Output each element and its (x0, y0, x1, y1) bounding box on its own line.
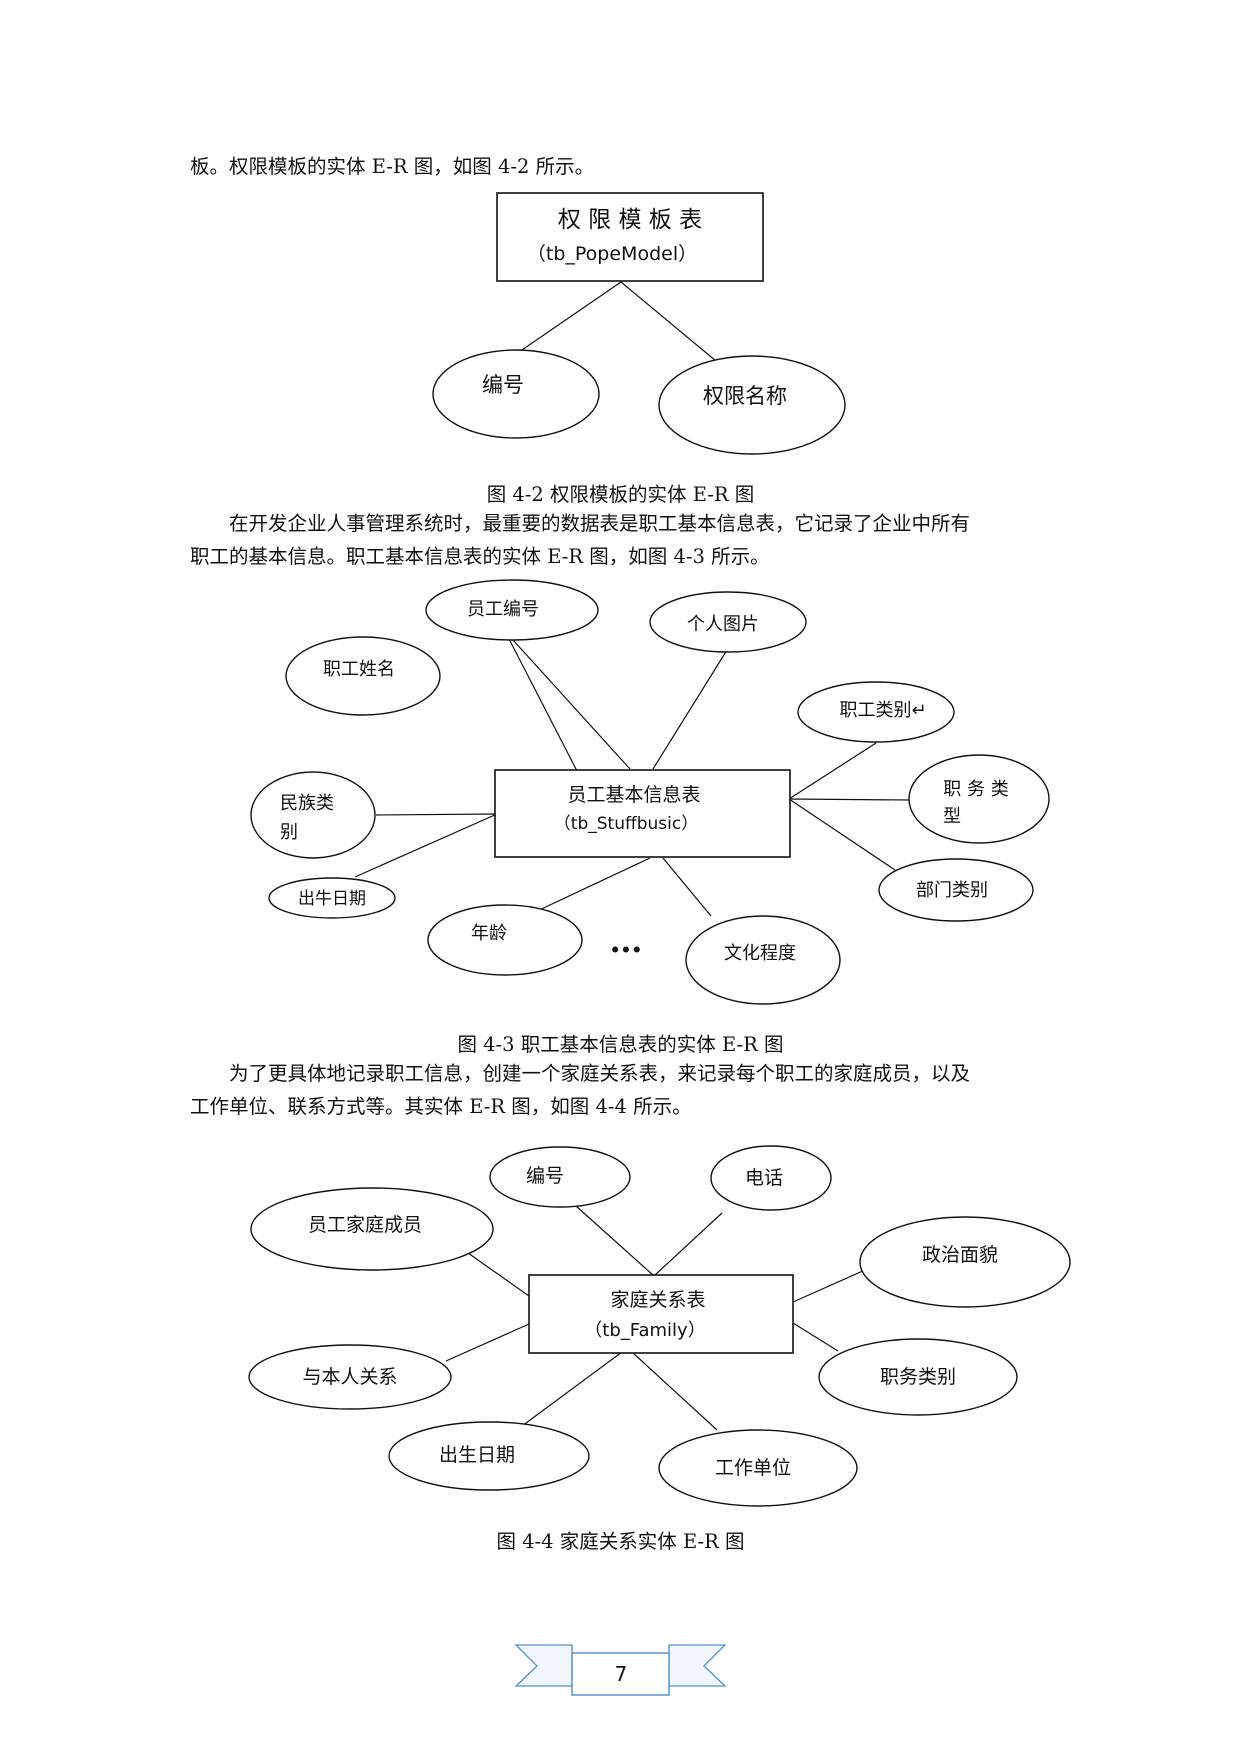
entity-name: 权 限 模 板 表 (558, 207, 702, 233)
figure-4-2-diagram: 权 限 模 板 表 （tb_PopeModel） 编号 权限名称 (432, 192, 846, 455)
connector (512, 639, 631, 770)
page-number: 7 (615, 1662, 628, 1686)
ribbon-right-tail (668, 1644, 727, 1687)
ribbon-center (571, 1652, 670, 1696)
attribute-ellipse (248, 1344, 452, 1410)
attribute-label: 职工类别↵ (839, 700, 926, 721)
attribute-label: 权限名称 (703, 384, 787, 408)
attribute-ellipse (658, 355, 846, 455)
attribute-label: 别 (280, 822, 298, 843)
attribute-ellipse (685, 915, 841, 1005)
attribute-ellipse (797, 681, 955, 743)
attribute-label: 文化程度 (724, 943, 796, 964)
connector (631, 1351, 718, 1431)
attribute-label: 与本人关系 (302, 1366, 397, 1388)
figure-caption: 图 4-2 权限模板的实体 E-R 图 (486, 483, 755, 506)
attribute-ellipse (489, 1146, 631, 1208)
attribute-ellipse (859, 1216, 1071, 1308)
connector (521, 1351, 623, 1427)
entity-table-name: （tb_PopeModel） (527, 243, 697, 265)
attribute-label: 出生日期 (439, 1444, 515, 1466)
attribute-ellipse (818, 1338, 1018, 1416)
attribute-ellipse (250, 1187, 494, 1271)
attribute-label: 民族类 (280, 793, 334, 814)
attribute-ellipse (710, 1145, 832, 1211)
attribute-label: 年龄 (471, 923, 507, 944)
attribute-label: 编号 (482, 373, 524, 397)
connector (534, 857, 651, 913)
connector (575, 1205, 655, 1277)
page-number-ribbon: 7 (514, 1644, 727, 1697)
ribbon-left-tail (514, 1644, 573, 1687)
paragraph-staff-table: 在开发企业人事管理系统时，最重要的数据表是职工基本信息表，它记录了企业中所有 (229, 512, 971, 535)
attribute-label: 员工家庭成员 (308, 1214, 422, 1236)
attribute-ellipse (425, 579, 599, 641)
figure-4-3-diagram: 员工基本信息表 （tb_Stuffbusic） 员工编号 个人图片 职工姓名 职… (250, 579, 1050, 1005)
paragraph-staff-table-cont: 职工的基本信息。职工基本信息表的实体 E-R 图，如图 4-3 所示。 (190, 545, 770, 568)
attribute-label: 型 (943, 806, 961, 827)
attribute-label: 编号 (526, 1165, 564, 1187)
entity-name: 家庭关系表 (610, 1289, 705, 1311)
attribute-ellipse (878, 858, 1034, 922)
ellipsis-indicator: ••• (610, 941, 643, 961)
connector (788, 742, 877, 800)
entity-box (494, 769, 791, 858)
attribute-ellipse (908, 754, 1050, 844)
attribute-ellipse (250, 771, 376, 859)
attribute-ellipse (649, 591, 807, 653)
connector (375, 813, 498, 816)
attribute-label: 出牛日期 (298, 889, 366, 909)
attribute-label: 职 务 类 (943, 779, 1008, 800)
paragraph-family-table-cont: 工作单位、联系方式等。其实体 E-R 图，如图 4-4 所示。 (190, 1095, 692, 1118)
attribute-label: 政治面貌 (922, 1244, 998, 1266)
connector (445, 1323, 530, 1362)
attribute-label: 工作单位 (715, 1457, 791, 1479)
entity-table-name: （tb_Stuffbusic） (554, 814, 698, 834)
attribute-ellipse (285, 636, 441, 716)
entity-name: 员工基本信息表 (567, 784, 700, 806)
connector (662, 857, 712, 917)
attribute-ellipse (658, 1429, 858, 1507)
attribute-ellipse (427, 904, 583, 976)
connector (652, 649, 728, 770)
attribute-label: 职工姓名 (323, 659, 395, 680)
connector (788, 798, 896, 871)
connector (792, 1265, 875, 1303)
paragraph-intro: 板。权限模板的实体 E-R 图，如图 4-2 所示。 (190, 155, 595, 178)
attribute-label: 部门类别 (916, 880, 988, 901)
connector (518, 281, 622, 353)
connector (788, 798, 910, 801)
entity-box (496, 192, 764, 282)
paragraph-family-table: 为了更具体地记录职工信息，创建一个家庭关系表，来记录每个职工的家庭成员，以及 (229, 1062, 971, 1085)
figure-4-4-diagram: 家庭关系表 （tb_Family） 编号 电话 员工家庭成员 政治面貌 与本人关… (248, 1145, 1071, 1507)
attribute-ellipse (268, 877, 396, 919)
entity-table-name: （tb_Family） (584, 1320, 705, 1341)
attribute-ellipse (388, 1421, 590, 1491)
connector (354, 813, 498, 878)
attribute-label: 职务类别 (880, 1366, 956, 1388)
figure-caption: 图 4-3 职工基本信息表的实体 E-R 图 (457, 1033, 784, 1056)
connector (654, 1212, 723, 1276)
attribute-label: 员工编号 (467, 599, 539, 620)
connector (792, 1322, 839, 1352)
connector (620, 281, 723, 367)
attribute-label: 电话 (745, 1167, 783, 1189)
attribute-label: 个人图片 (687, 614, 759, 635)
entity-box (528, 1274, 794, 1354)
attribute-ellipse (432, 349, 600, 439)
connector (507, 636, 578, 772)
connector (467, 1252, 530, 1297)
figure-caption: 图 4-4 家庭关系实体 E-R 图 (496, 1530, 745, 1553)
